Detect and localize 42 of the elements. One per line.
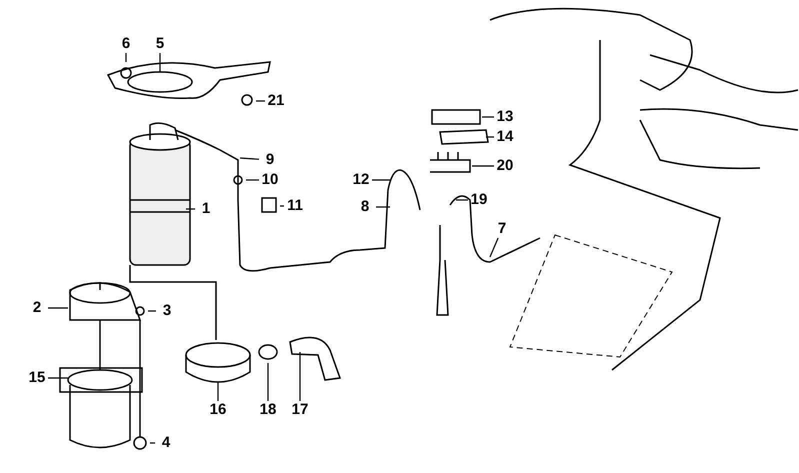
leader-line [299, 352, 301, 401]
leader-line [372, 179, 390, 181]
callout-number: 15 [27, 370, 47, 386]
callout-number: 21 [266, 93, 286, 109]
callout-number: 13 [495, 109, 515, 125]
leader-line [125, 53, 127, 62]
leader-line [256, 100, 265, 102]
callout-number: 14 [495, 129, 515, 145]
leader-line [376, 206, 390, 208]
callout-number: 9 [260, 152, 280, 168]
leader-line [280, 205, 284, 207]
callout-number: 5 [150, 36, 170, 52]
callout-number: 3 [157, 303, 177, 319]
callout-number: 16 [208, 402, 228, 418]
leader-line [159, 53, 161, 72]
callout-number: 7 [492, 221, 512, 237]
leader-line [240, 157, 260, 160]
callout-number: 8 [355, 199, 375, 215]
callout-number: 4 [156, 435, 176, 451]
leader-line [217, 382, 219, 401]
leader-line [48, 307, 68, 309]
leader-line [148, 310, 156, 312]
callout-number: 18 [258, 402, 278, 418]
leader-line [267, 363, 269, 401]
leader-line [482, 116, 494, 118]
callout-number: 12 [351, 172, 371, 188]
leader-line [246, 179, 259, 181]
callout-number: 19 [469, 192, 489, 208]
callout-number: 10 [260, 172, 280, 188]
callout-number: 17 [290, 402, 310, 418]
leader-line [489, 238, 499, 258]
leader-line [472, 165, 494, 167]
leader-line [48, 377, 68, 379]
callout-number: 11 [285, 198, 305, 214]
leader-line [150, 442, 155, 444]
leader-line [186, 208, 195, 210]
callout-number: 20 [495, 158, 515, 174]
callout-number: 1 [196, 201, 216, 217]
leader-line [456, 199, 468, 201]
leader-line [486, 136, 494, 138]
callout-number: 2 [27, 300, 47, 316]
callout-number: 6 [116, 36, 136, 52]
